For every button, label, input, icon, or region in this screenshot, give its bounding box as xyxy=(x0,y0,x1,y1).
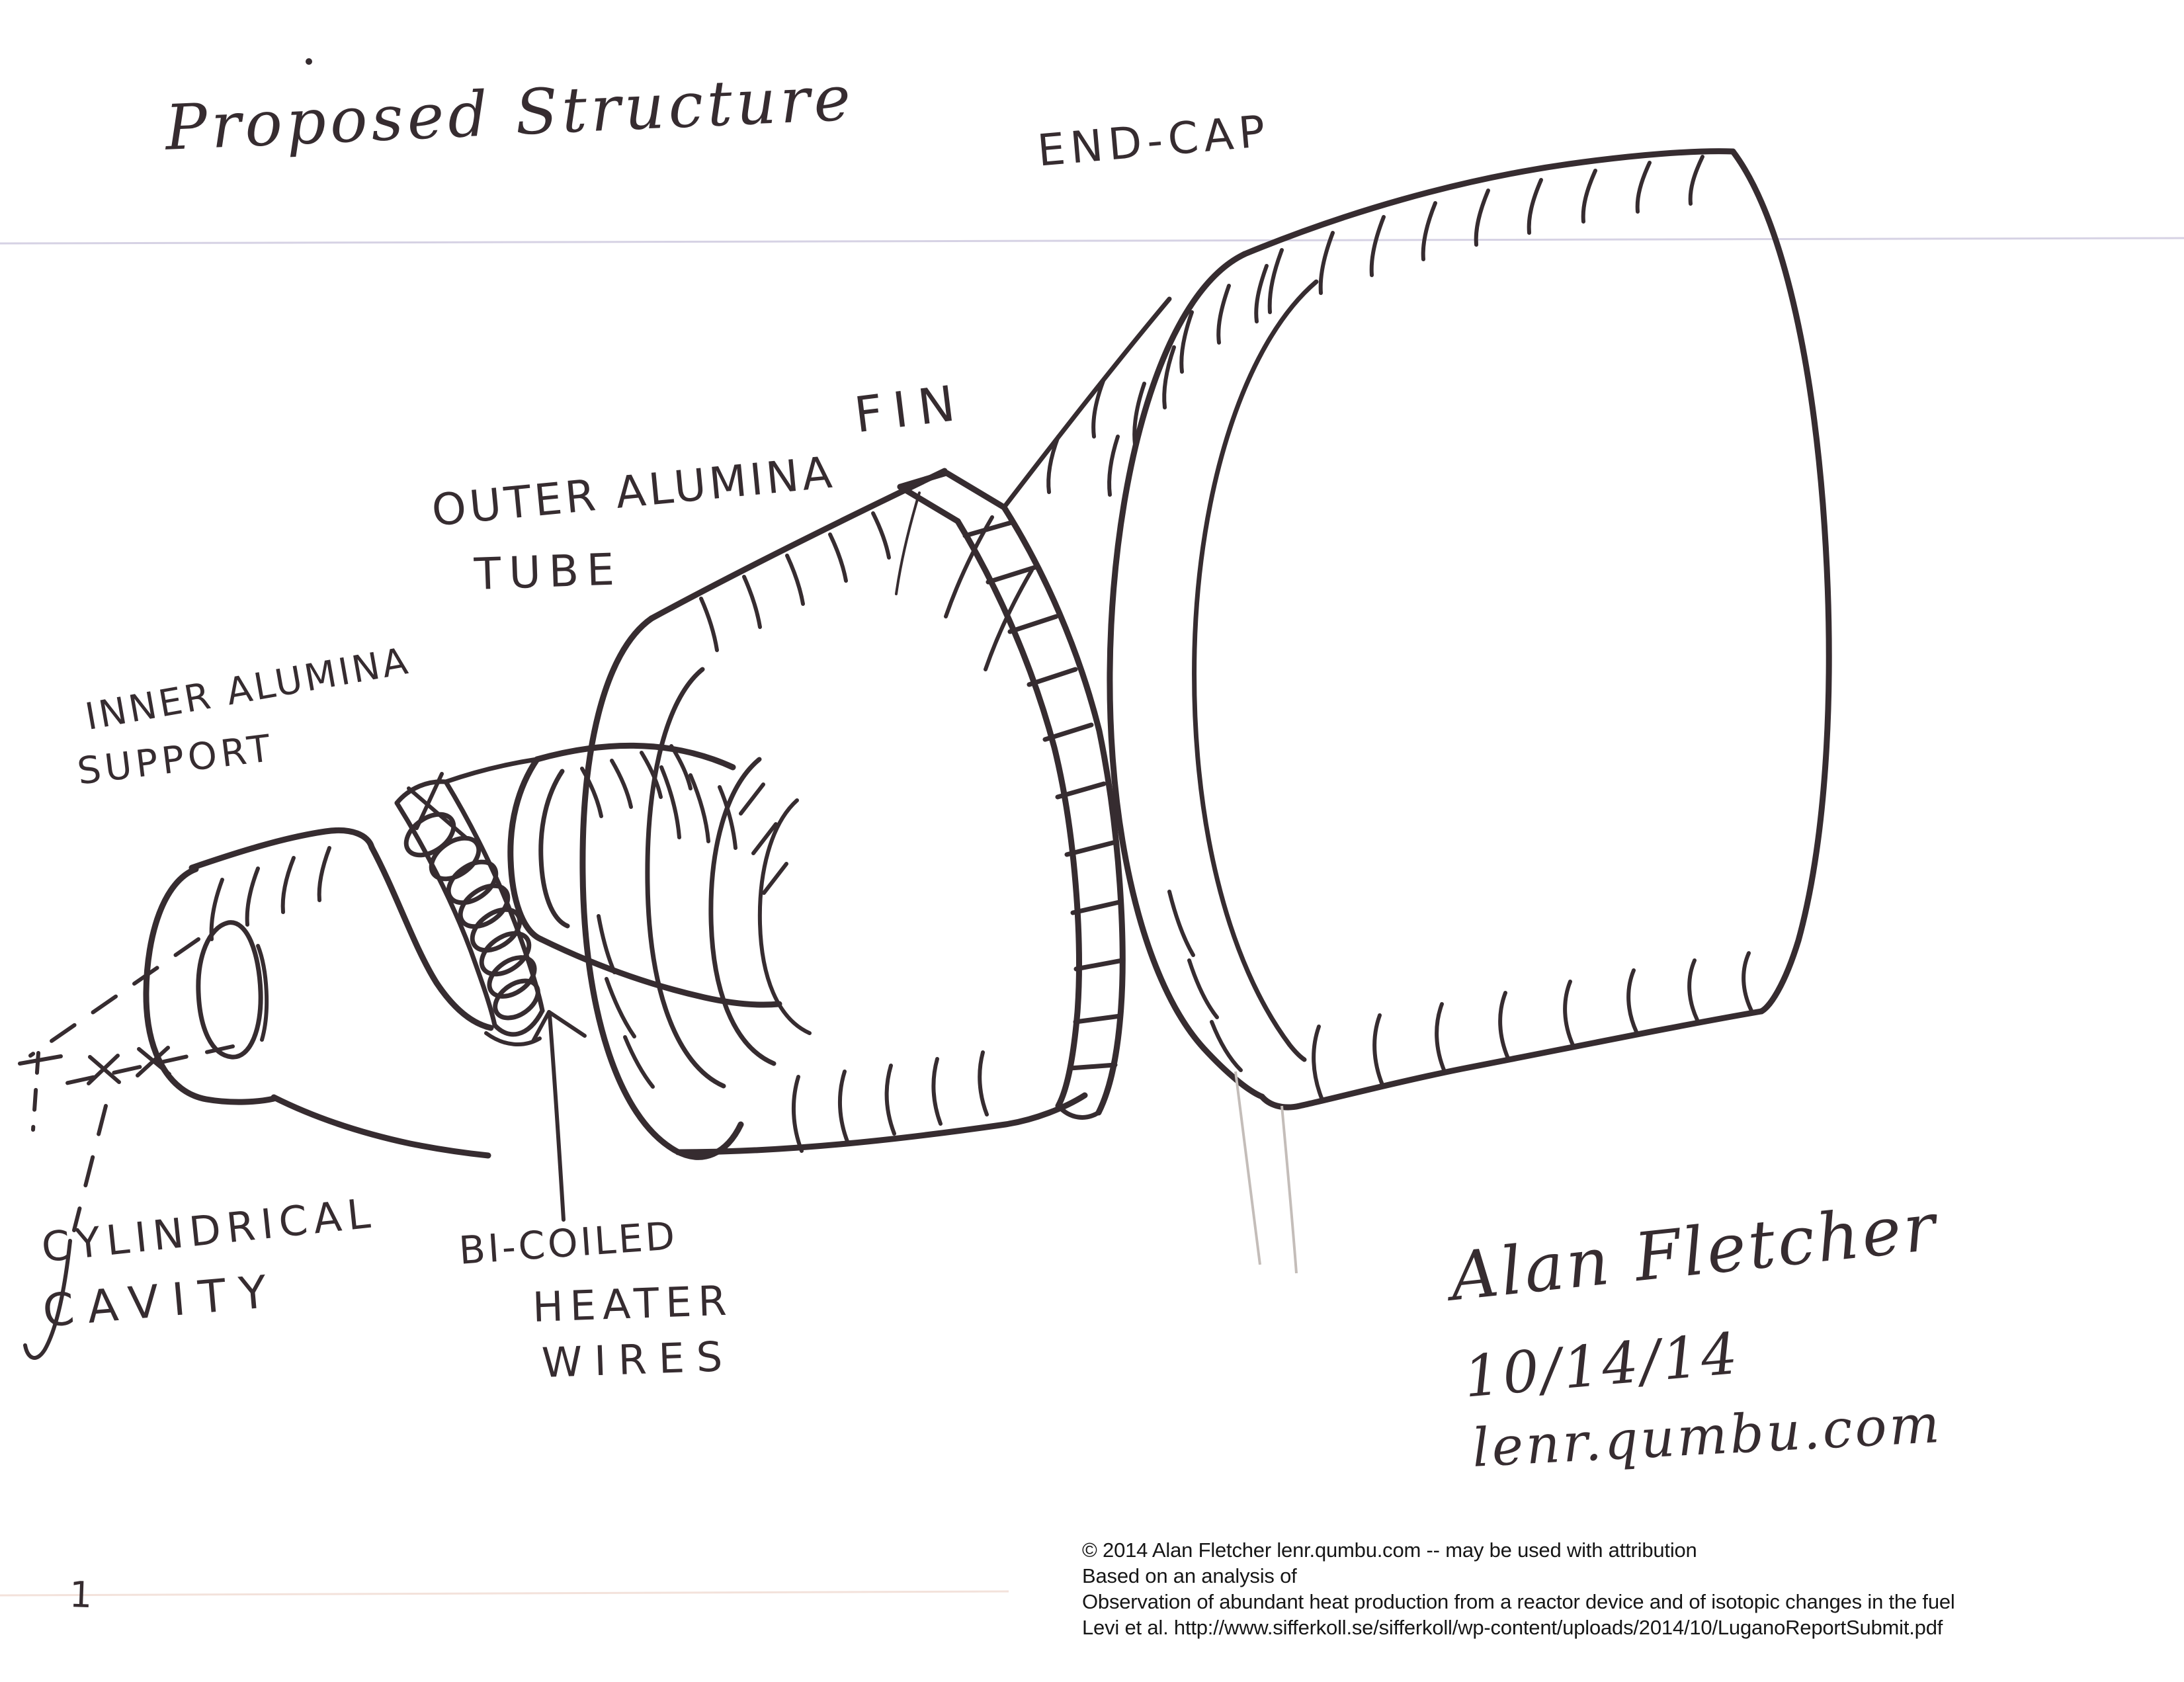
label-fin: FIN xyxy=(851,374,969,444)
stray-ink-dot xyxy=(306,58,312,65)
end-cap-drawing xyxy=(1107,148,1832,1274)
heater-coil-drawing xyxy=(394,772,545,1046)
ruled-lines xyxy=(0,237,2184,1597)
fin-drawing xyxy=(895,296,1172,1120)
label-heater: HEATER xyxy=(531,1276,734,1331)
label-wires: WIRES xyxy=(540,1331,735,1387)
copyright-line: © 2014 Alan Fletcher lenr.qumbu.com -- m… xyxy=(1082,1538,1697,1562)
outer-tube-drawing xyxy=(579,468,1088,1160)
label-outer-tube: TUBE xyxy=(473,544,623,600)
middle-cylinder-drawing xyxy=(443,742,782,1008)
inner-support-drawing xyxy=(143,827,494,1159)
copyright-block: © 2014 Alan Fletcher lenr.qumbu.com -- m… xyxy=(1082,1537,1955,1640)
paper-url-line: Levi et al. http://www.sifferkoll.se/sif… xyxy=(1082,1616,1943,1639)
page-number: 1 xyxy=(68,1574,93,1617)
heater-label-arrow xyxy=(531,1010,587,1222)
analysis-note-line: Based on an analysis of xyxy=(1082,1564,1297,1587)
cavity-dashed-lines xyxy=(18,937,235,1360)
paper-title-line: Observation of abundant heat production … xyxy=(1082,1590,1955,1613)
